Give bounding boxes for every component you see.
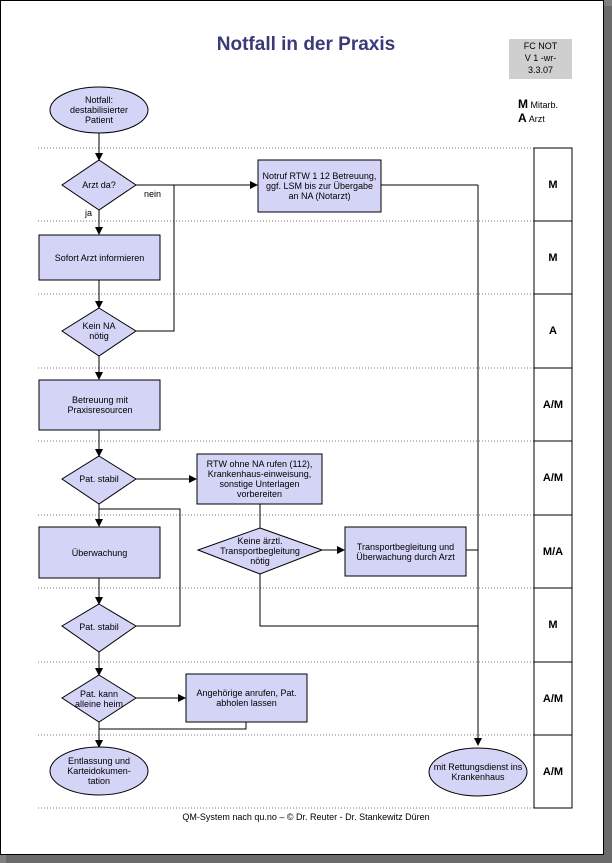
- flowchart-shapes: [38, 86, 528, 797]
- node-label-sofort: Sofort Arzt informieren: [54, 252, 145, 263]
- version-box: FC NOT V 1 -wr- 3.3.07: [509, 39, 572, 79]
- process-betreuung: [38, 379, 161, 431]
- process-ueberwachung: [38, 526, 161, 579]
- version-line: 3.3.07: [527, 65, 554, 75]
- node-label-rettung: mit Rettungsdienst ins Krankenhaus: [433, 762, 523, 782]
- role-label: M: [548, 178, 558, 191]
- node-label-kein-na: Kein NA nötig: [82, 321, 116, 341]
- process-angehoerige: [185, 673, 308, 723]
- process-rtw-ohne-na: [196, 453, 323, 505]
- decision-kein-na: [61, 307, 137, 357]
- node-label-stabil-1: Pat. stabil: [79, 474, 119, 484]
- role-column: [533, 147, 573, 809]
- decision-stabil-1: [61, 455, 137, 505]
- node-label-transport: Transportbegleitung und Überwachung durc…: [356, 541, 455, 562]
- role-label: M/A: [542, 545, 564, 558]
- end-entlassung: [49, 746, 149, 796]
- node-label-alleine-heim: Pat. kann alleine heim: [74, 689, 124, 709]
- legend-key: A: [518, 111, 527, 125]
- connectors: [95, 133, 482, 748]
- node-label-entlassung: Entlassung und Karteidokumen-tation: [67, 756, 131, 786]
- role-label: A/M: [542, 398, 564, 411]
- decision-keine-begleitung: [196, 527, 324, 575]
- process-notruf: [257, 159, 382, 213]
- node-label-ueberwachung: Überwachung: [71, 547, 128, 558]
- decision-stabil-2: [61, 603, 137, 653]
- process-sofort-arzt: [38, 234, 161, 281]
- end-rettungsdienst: [428, 747, 528, 797]
- edge-label-ja: ja: [85, 208, 93, 218]
- legend-item-arzt: A Arzt: [518, 111, 545, 125]
- page-title: Notfall in der Praxis: [216, 34, 396, 55]
- version-line: V 1 -wr-: [524, 53, 557, 63]
- legend-key: M: [518, 97, 528, 111]
- node-label-betreuung: Betreuung mit Praxisresourcen: [67, 395, 133, 415]
- version-line: FC NOT: [523, 41, 558, 51]
- role-label: A/M: [542, 765, 564, 778]
- node-label-angehoerige: Angehörige anrufen, Pat. abholen lassen: [196, 688, 297, 708]
- role-label: M: [548, 251, 558, 264]
- process-transportbegleitung: [344, 526, 467, 577]
- role-label: A/M: [542, 472, 564, 484]
- node-label-start: Notfall: destabilisierter Patient: [69, 95, 129, 125]
- edge-label-nein: nein: [144, 189, 162, 199]
- legend-text: Arzt: [528, 114, 545, 124]
- decision-alleine-heim: [61, 674, 137, 723]
- role-label: A: [549, 325, 557, 337]
- role-label: A/M: [542, 692, 564, 705]
- start-terminator: [49, 86, 149, 134]
- node-label-rtw-ohne-na: RTW ohne NA rufen (112), Krankenhaus-ein…: [206, 459, 313, 499]
- lane-separators: [38, 147, 572, 809]
- node-label-arzt-da: Arzt da?: [82, 180, 116, 190]
- node-label-stabil-2: Pat. stabil: [79, 622, 119, 632]
- decision-arzt-da: [61, 159, 137, 211]
- node-label-keine-begleitung: Keine ärztl. Transportbegleitung nötig: [220, 536, 300, 566]
- footer-text: QM-System nach qu.no – © Dr. Reuter - Dr…: [182, 812, 430, 822]
- role-label: M: [548, 619, 558, 631]
- node-label-notruf: Notruf RTW 1 12 Betreuung, ggf. LSM bis …: [262, 171, 377, 201]
- legend-item-mitarbeiter: M Mitarb.: [518, 97, 558, 111]
- legend-text: Mitarb.: [530, 100, 559, 110]
